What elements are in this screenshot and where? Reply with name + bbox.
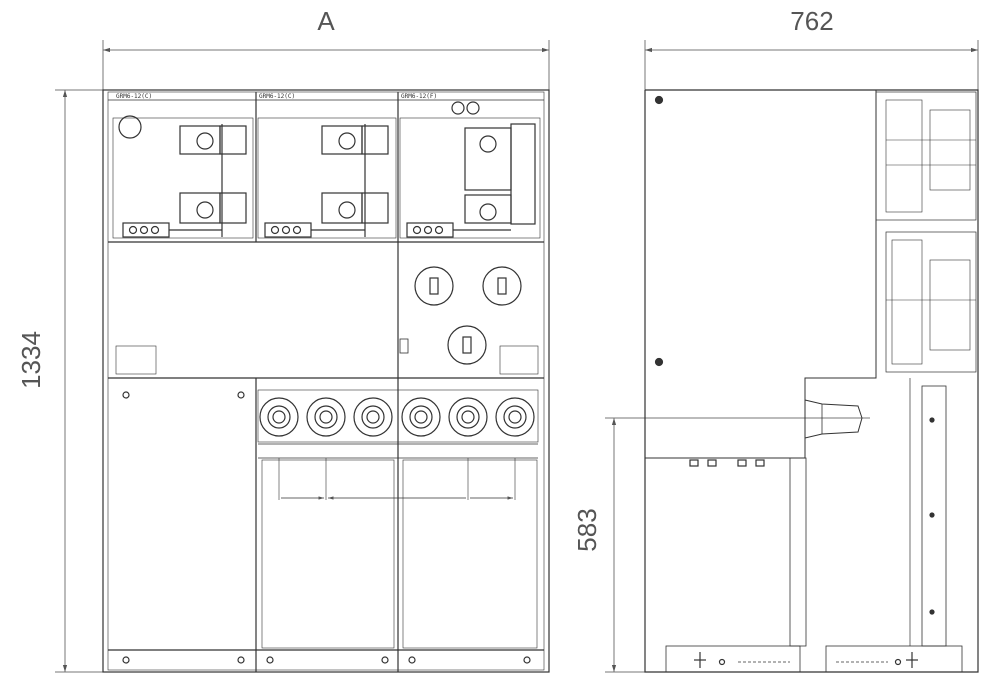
unit-label-2: GRM6-12(C)	[259, 93, 295, 100]
dimension-depth-label: 762	[790, 6, 833, 36]
dimension-width-label: A	[317, 6, 335, 36]
cable-bushings	[257, 389, 539, 443]
control-panel-1	[112, 117, 254, 239]
dimension-bushing-height-label: 583	[572, 508, 602, 551]
front-view	[102, 89, 550, 673]
unit-label-1: GRM6-12(C)	[116, 93, 152, 100]
control-panel-2	[257, 117, 397, 239]
unit-label-3: GRM6-12(F)	[401, 93, 437, 100]
dimension-lines	[55, 40, 979, 673]
gauge-icon	[118, 115, 142, 139]
control-panel-3	[399, 101, 541, 239]
side-view	[644, 89, 979, 673]
fuse-holders	[414, 266, 522, 365]
dimension-height-label: 1334	[16, 331, 46, 389]
